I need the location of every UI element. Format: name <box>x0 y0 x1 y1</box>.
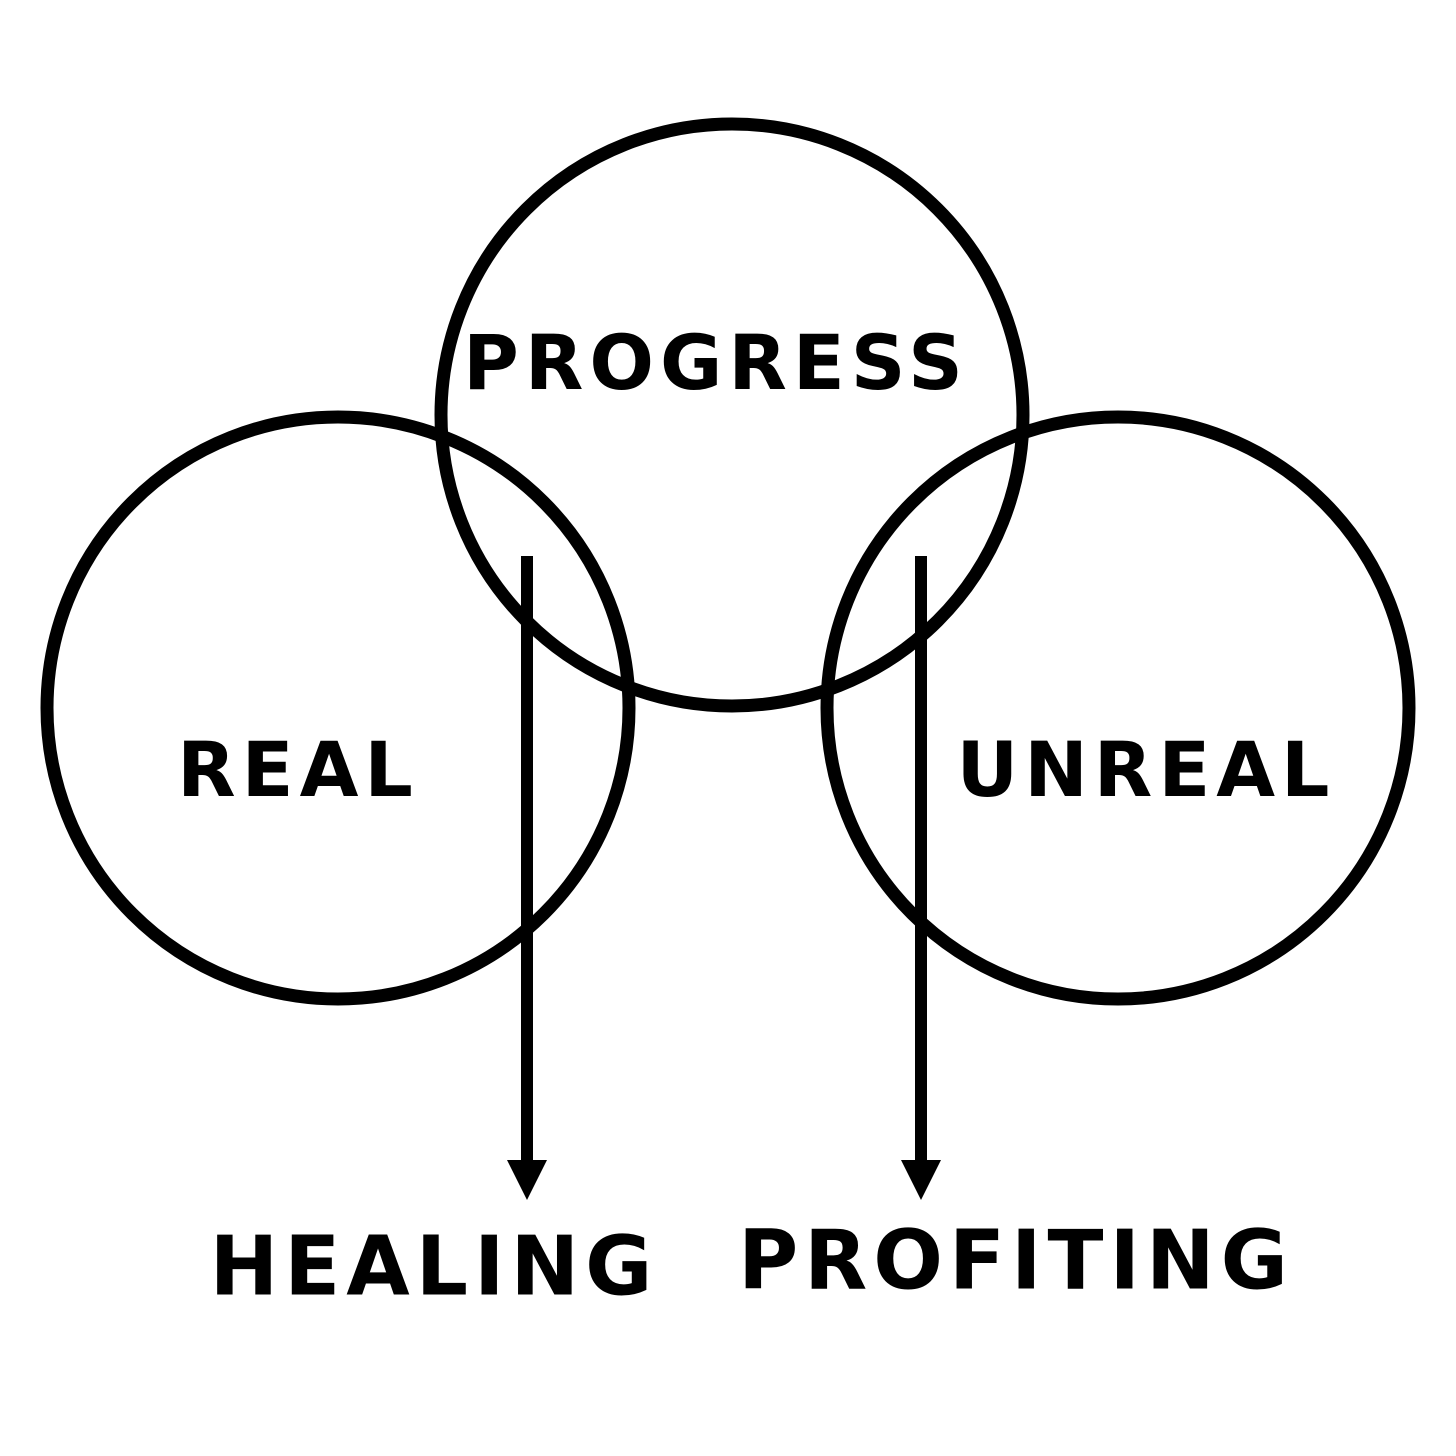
healing-arrow <box>507 556 547 1200</box>
real-circle <box>40 410 636 1006</box>
healing-arrow-head <box>507 1160 547 1200</box>
healing-label: HEALING <box>210 1219 659 1314</box>
profiting-label: PROFITING <box>738 1213 1294 1308</box>
progress-label: PROGRESS <box>463 318 969 407</box>
unreal-circle <box>820 410 1416 1006</box>
real-label: REAL <box>177 725 419 814</box>
unreal-label: UNREAL <box>956 725 1335 814</box>
profiting-arrow <box>901 556 941 1200</box>
progress-circle <box>434 117 1030 713</box>
profiting-arrow-head <box>901 1160 941 1200</box>
